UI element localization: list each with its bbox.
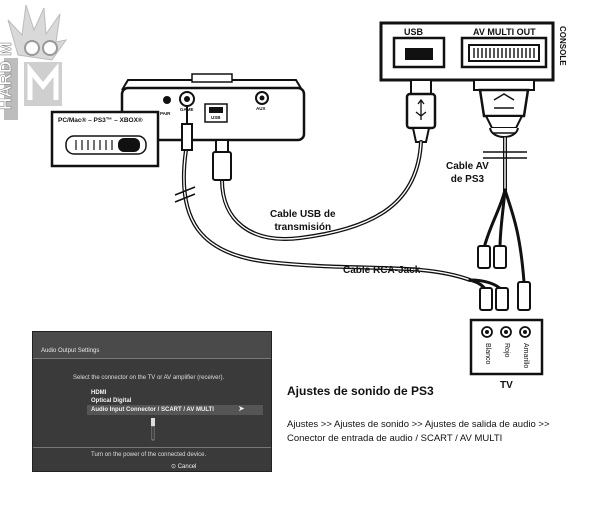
rca-plugs-av bbox=[477, 245, 507, 269]
cable-plug-icon bbox=[151, 418, 155, 441]
console-box bbox=[379, 21, 555, 82]
hardm-logo bbox=[4, 4, 68, 120]
av-cable-label-line1: Cable AV bbox=[446, 161, 489, 172]
port-game-label: GAME bbox=[180, 107, 194, 112]
ps3-screen-instruction: Select the connector on the TV or AV amp… bbox=[73, 375, 225, 381]
console-av-label: AV MULTI OUT bbox=[473, 27, 536, 37]
rca-cable-label: Cable RCA-Jack bbox=[343, 265, 421, 276]
ps3-screen-footer: Turn on the power of the connected devic… bbox=[91, 452, 207, 458]
av-cable-label-line2: de PS3 bbox=[450, 174, 485, 185]
ps3-option-av-multi[interactable]: Audio Input Connector / SCART / AV MULTI bbox=[91, 407, 214, 413]
rca-plugs-tv bbox=[479, 281, 531, 311]
ps3-footer-divider bbox=[33, 447, 271, 448]
cables bbox=[181, 136, 526, 292]
circle-button-icon: ⊙ bbox=[171, 464, 177, 470]
jack-plug bbox=[181, 106, 193, 151]
port-pair-label: PAIR bbox=[160, 111, 171, 116]
pair-button bbox=[163, 96, 171, 104]
usb-cable-label-line1: Cable USB de bbox=[270, 209, 336, 220]
tv-title: TV bbox=[500, 380, 513, 391]
av-cable-label: Cable AV de PS3 bbox=[446, 160, 489, 186]
port-aux-label: AUX bbox=[256, 106, 266, 111]
console-title: CONSOLE bbox=[558, 26, 567, 66]
hard-m-device bbox=[120, 73, 306, 142]
tv-box bbox=[469, 318, 544, 376]
logo-text: HARD M bbox=[0, 42, 15, 110]
console-usb-label: USB bbox=[404, 27, 424, 37]
tv-jack-red-label: Rojo bbox=[503, 343, 510, 358]
port-usb-label: USB bbox=[211, 115, 221, 120]
ps3-option-optical[interactable]: Optical Digital bbox=[91, 398, 132, 404]
instructions-body: Ajustes >> Ajustes de sonido >> Ajustes … bbox=[287, 419, 550, 444]
tv-jack-yellow-label: Amarillo bbox=[522, 343, 529, 368]
usb-cable-label: Cable USB de transmisión bbox=[270, 208, 336, 234]
device-usb-plug bbox=[212, 139, 232, 181]
ps3-cancel-label: Cancel bbox=[177, 464, 197, 470]
usb-plug bbox=[405, 79, 437, 143]
cable-break-marks bbox=[174, 151, 527, 203]
av-multi-plug bbox=[473, 79, 535, 138]
ps3-audio-settings-screen: Audio Output Settings Select the connect… bbox=[32, 331, 272, 472]
ps3-cancel-button[interactable]: ⊙ Cancel bbox=[171, 463, 196, 470]
instructions-title: Ajustes de sonido de PS3 bbox=[287, 384, 434, 398]
ps3-selection-highlight bbox=[87, 405, 263, 415]
mode-switch bbox=[50, 110, 160, 168]
switch-label: PC/Mac® – PS3™ – XBOX® bbox=[58, 117, 143, 124]
usb-cable-label-line2: transmisión bbox=[274, 222, 332, 233]
chevron-right-icon: ➤ bbox=[238, 404, 245, 413]
ps3-screen-header: Audio Output Settings bbox=[33, 332, 271, 359]
ps3-option-hdmi[interactable]: HDMI bbox=[91, 390, 107, 396]
tv-jack-white-label: Blanco bbox=[484, 343, 491, 365]
ps3-screen-title: Audio Output Settings bbox=[41, 348, 100, 354]
